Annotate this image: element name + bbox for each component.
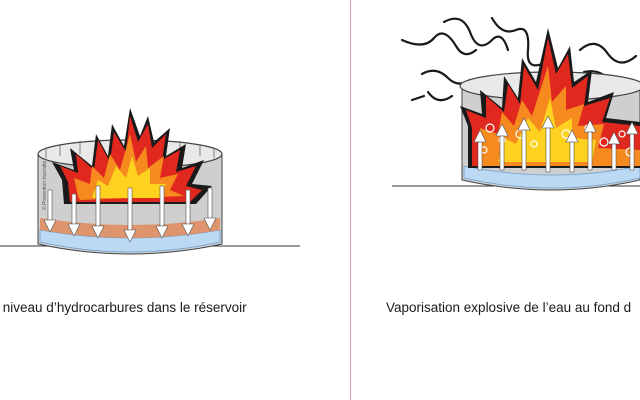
arrow-up-icon bbox=[517, 117, 531, 171]
bubble-icon bbox=[599, 137, 609, 147]
arrow-up-icon bbox=[625, 121, 639, 171]
arrow-down-icon bbox=[123, 187, 137, 243]
tank-fire-diagram-right bbox=[392, 16, 640, 191]
caption-water-vaporisation: Vaporisation explosive de l’eau au fond … bbox=[386, 300, 632, 315]
arrow-up-icon bbox=[495, 123, 509, 171]
arrow-down-group bbox=[43, 185, 217, 243]
water-layer bbox=[463, 165, 640, 189]
arrow-down-icon bbox=[203, 187, 217, 231]
arrow-up-icon bbox=[565, 129, 579, 173]
arrow-down-icon bbox=[181, 189, 195, 237]
arrow-up-icon bbox=[473, 129, 487, 171]
bubble-icon bbox=[485, 123, 495, 133]
rim-railing bbox=[45, 141, 215, 158]
panel-hydrocarbon-level: © Prévention Incendie se du niveau d’hyd… bbox=[0, 108, 300, 315]
arrow-up-icon bbox=[541, 115, 555, 173]
arrow-down-icon bbox=[67, 193, 81, 237]
panel-water-vaporisation: Vaporisation explosive de l’eau au fond … bbox=[352, 0, 640, 400]
arrow-up-icon bbox=[583, 119, 597, 171]
caption-hydrocarbon-level: se du niveau d’hydrocarbures dans le rés… bbox=[0, 300, 247, 315]
watermark: © Prévention Incendie bbox=[41, 161, 48, 210]
bubble-icon bbox=[618, 130, 626, 138]
bubble-icon bbox=[530, 140, 538, 148]
arrow-down-icon bbox=[43, 189, 57, 233]
arrow-down-icon bbox=[155, 185, 169, 239]
arrow-up-group bbox=[473, 115, 639, 173]
fire-icon bbox=[52, 108, 212, 204]
arrow-down-icon bbox=[91, 185, 105, 239]
panel-divider bbox=[350, 0, 351, 400]
arrow-up-icon bbox=[607, 131, 621, 171]
tank-fire-diagram-left: © Prévention Incendie bbox=[0, 108, 300, 255]
